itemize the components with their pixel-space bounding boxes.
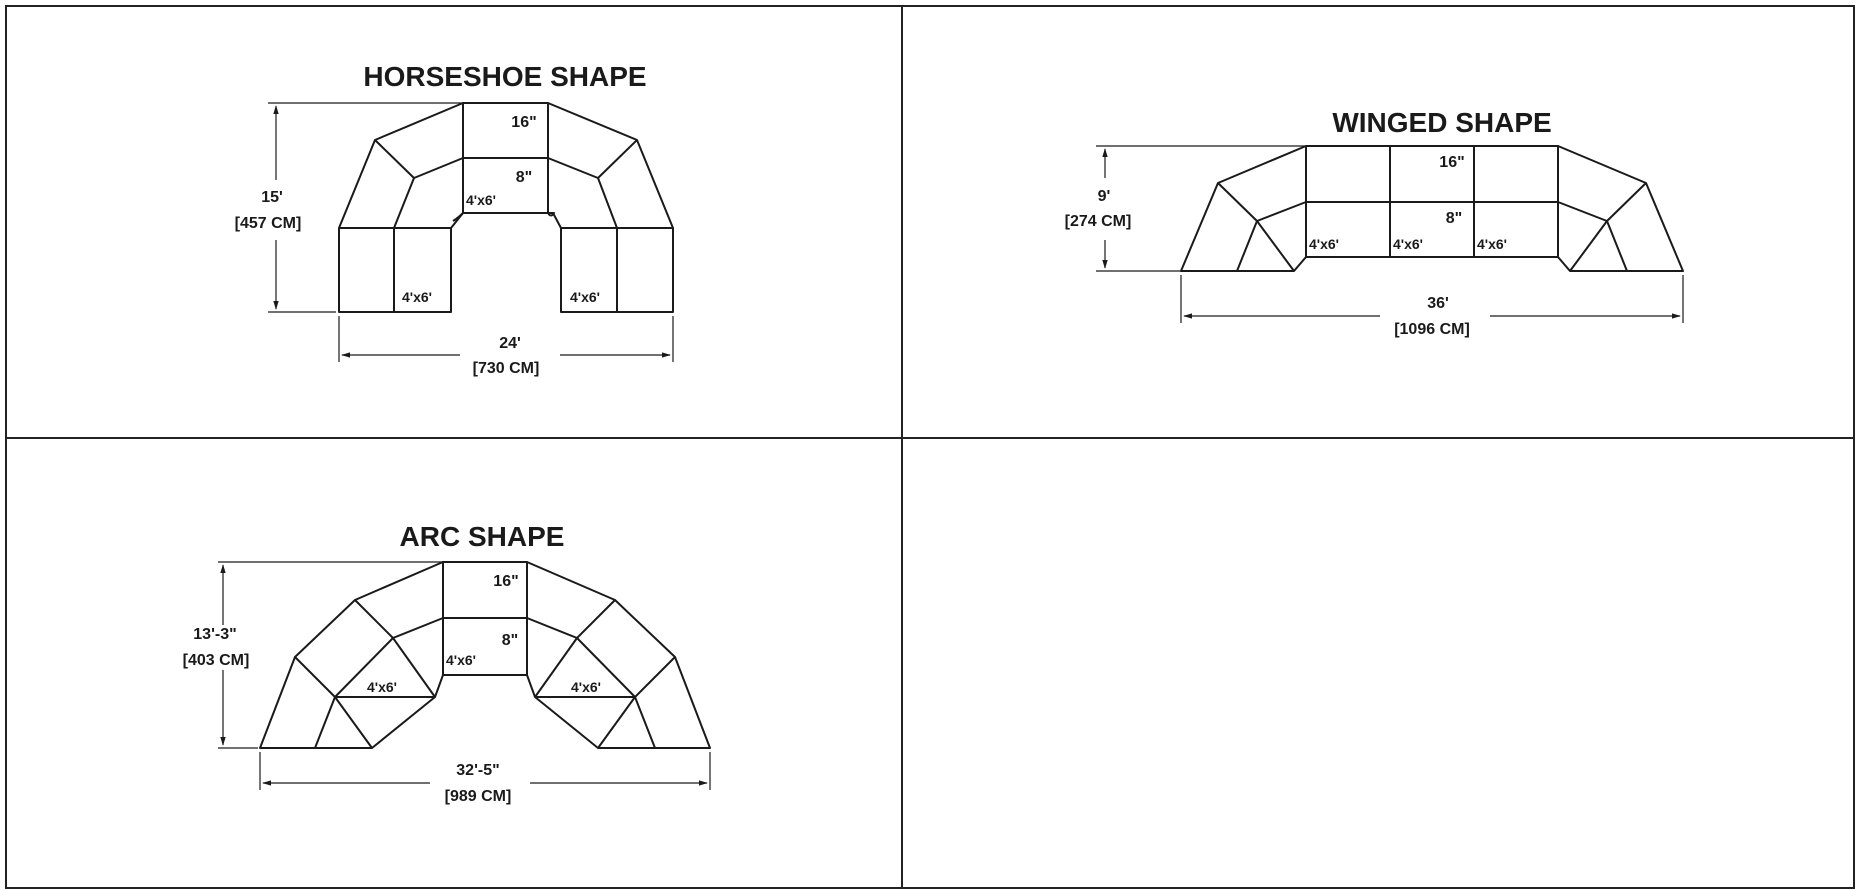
panel-grid: [5, 5, 1855, 889]
winged-height-dimension: 9' [274 CM]: [1065, 145, 1306, 272]
arc-deck-right-label: 4'x6': [571, 679, 601, 695]
winged-outline: [1180, 145, 1684, 272]
horseshoe-width-ft: 24': [499, 335, 521, 352]
horseshoe-deck-right-label: 4'x6': [570, 289, 600, 305]
arc-panel: ARC SHAPE 16" 8" 4'x6' 4'x6' 4'x6': [183, 521, 711, 805]
horseshoe-height-dimension: 15' [457 CM]: [235, 102, 463, 313]
horseshoe-riser-16-label: 16": [511, 114, 536, 131]
winged-height-cm: [274 CM]: [1065, 213, 1132, 230]
arc-height-dimension: 13'-3" [403 CM]: [183, 561, 443, 749]
arc-outline: [259, 561, 711, 749]
arc-riser-16-label: 16": [493, 573, 518, 590]
horseshoe-title: HORSESHOE SHAPE: [363, 61, 646, 92]
winged-width-cm: [1096 CM]: [1394, 321, 1470, 338]
winged-deck-2-label: 4'x6': [1393, 236, 1423, 252]
horseshoe-outline: [338, 102, 674, 313]
arc-deck-left-label: 4'x6': [367, 679, 397, 695]
arc-riser-8-label: 8": [502, 632, 518, 649]
winged-title: WINGED SHAPE: [1332, 107, 1551, 138]
winged-height-ft: 9': [1098, 188, 1111, 205]
arc-width-ft: 32'-5": [456, 762, 499, 779]
horseshoe-width-cm: [730 CM]: [473, 360, 540, 377]
winged-deck-1-label: 4'x6': [1309, 236, 1339, 252]
horseshoe-deck-center-label: 4'x6': [466, 192, 496, 208]
winged-width-dimension: 36' [1096 CM]: [1180, 275, 1684, 338]
arc-title: ARC SHAPE: [400, 521, 565, 552]
horseshoe-panel: HORSESHOE SHAPE: [235, 61, 674, 377]
arc-width-dimension: 32'-5" [989 CM]: [259, 752, 711, 805]
arc-width-cm: [989 CM]: [445, 788, 512, 805]
horseshoe-height-cm: [457 CM]: [235, 215, 302, 232]
winged-deck-3-label: 4'x6': [1477, 236, 1507, 252]
arc-deck-center-label: 4'x6': [446, 652, 476, 668]
arc-height-cm: [403 CM]: [183, 652, 250, 669]
arc-height-ft: 13'-3": [193, 626, 236, 643]
winged-panel: WINGED SHAPE 16" 8" 4'x6' 4'x6': [1065, 107, 1684, 338]
winged-width-ft: 36': [1427, 295, 1449, 312]
winged-riser-16-label: 16": [1439, 154, 1464, 171]
horseshoe-deck-left-label: 4'x6': [402, 289, 432, 305]
horseshoe-height-ft: 15': [261, 189, 283, 206]
horseshoe-width-dimension: 24' [730 CM]: [338, 316, 674, 377]
winged-riser-8-label: 8": [1446, 210, 1462, 227]
horseshoe-riser-8-label: 8": [516, 169, 532, 186]
